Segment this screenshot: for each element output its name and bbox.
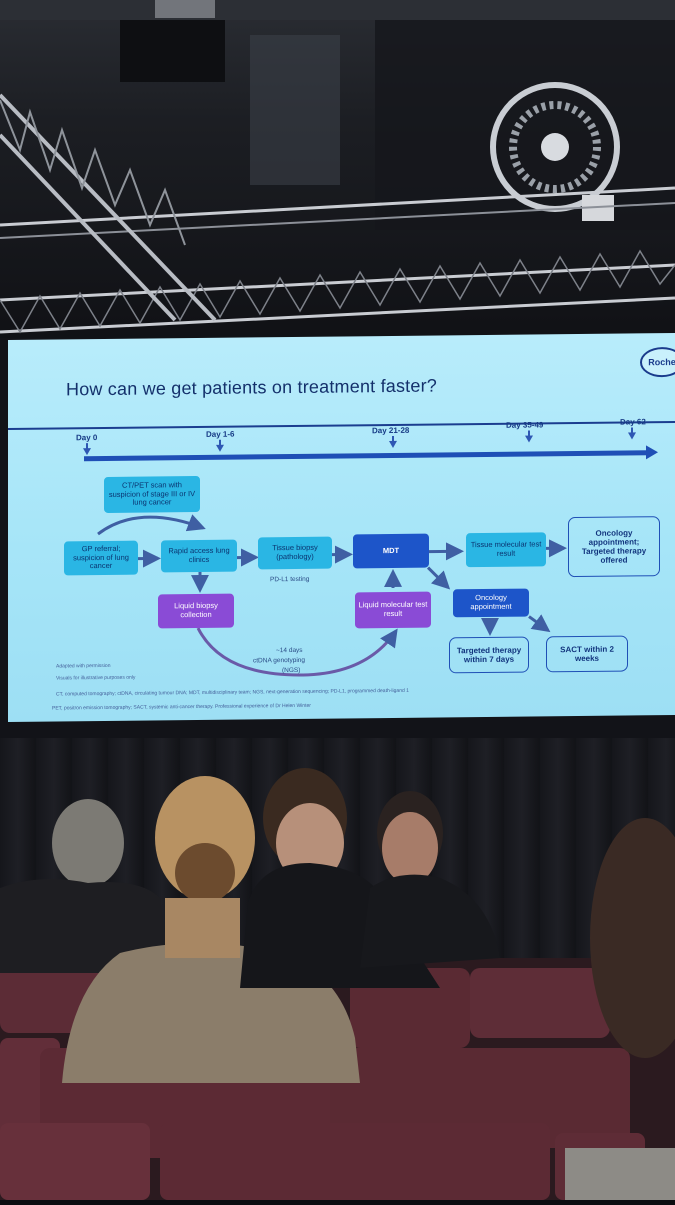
stage-curtain bbox=[0, 738, 675, 1200]
tissue-biopsy-box: Tissue biopsy (pathology) bbox=[258, 537, 332, 570]
gp-referral-box: GP referral; suspicion of lung cancer bbox=[64, 541, 138, 576]
ct-pet-scan-box: CT/PET scan with suspicion of stage III … bbox=[104, 476, 200, 513]
footnote-visuals: Visuals for illustrative purposes only bbox=[56, 675, 135, 682]
footnote-adapted: Adapted with permission bbox=[56, 663, 110, 670]
mdt-box: MDT bbox=[353, 534, 429, 569]
ctdna-genotyping-label: ctDNA genotyping bbox=[253, 657, 305, 665]
pdl1-testing-label: PD-L1 testing bbox=[270, 576, 309, 583]
ngs-label: (NGS) bbox=[282, 667, 300, 674]
rapid-access-clinic-box: Rapid access lung clinics bbox=[161, 540, 237, 573]
tissue-molecular-result-box: Tissue molecular test result bbox=[466, 532, 546, 567]
presentation-slide: How can we get patients on treatment fas… bbox=[8, 333, 675, 722]
sact-2-weeks-box: SACT within 2 weeks bbox=[546, 636, 628, 673]
audience bbox=[0, 738, 675, 1200]
ceiling-trusses bbox=[0, 0, 675, 345]
liquid-molecular-result-box: Liquid molecular test result bbox=[355, 592, 431, 629]
liquid-biopsy-box: Liquid biopsy collection bbox=[158, 594, 234, 629]
targeted-therapy-7-days-box: Targeted therapy within 7 days bbox=[449, 637, 529, 674]
ctdna-days-label: ~14 days bbox=[276, 647, 303, 654]
oncology-targeted-therapy-box: Oncology appointment; Targeted therapy o… bbox=[568, 516, 660, 577]
ceiling bbox=[0, 0, 675, 345]
oncology-appointment-box: Oncology appointment bbox=[453, 589, 529, 618]
